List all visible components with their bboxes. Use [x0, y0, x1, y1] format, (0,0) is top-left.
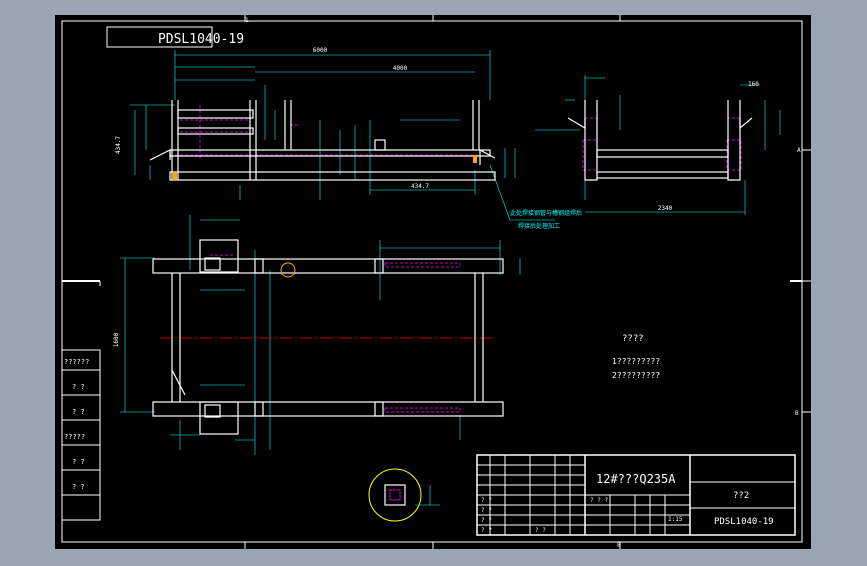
frame-marker-right-a: A [797, 147, 801, 154]
title-material: 12#???Q235A [596, 472, 676, 486]
dim-front-overall: 6000 [313, 47, 328, 54]
side-table-cell-6: ? ? [72, 483, 85, 491]
drawing-frame [61, 15, 811, 549]
side-table-cell-3: ? ? [72, 408, 85, 416]
detail-view [368, 468, 440, 522]
front-view: 6000 4000 434.7 434.7 此处焊接钢管与槽钢组焊后 焊接后处理… [115, 47, 582, 230]
dim-side-width: 2340 [658, 205, 673, 212]
title-drawing-number: PDSL1040-19 [714, 517, 774, 527]
weld-note-line1: 此处焊接钢管与槽钢组焊后 [510, 209, 582, 217]
dim-front-span: 4000 [393, 65, 408, 72]
title-small-2: ? ? [481, 507, 492, 514]
title-small-4: ? ? [481, 527, 492, 534]
notes-line-2: 2????????? [612, 371, 660, 380]
title-scale: 1:15 [668, 516, 683, 523]
title-block [476, 454, 796, 536]
dim-front-bottom: 434.7 [411, 183, 429, 190]
title-part-name: ??2 [733, 491, 749, 501]
frame-marker-top: 1 [245, 17, 249, 24]
title-small-1: ? ? [481, 497, 492, 504]
model-space [55, 15, 811, 549]
notes-title: ???? [622, 334, 644, 344]
detail-circle-marker [280, 262, 296, 278]
mirror-number-box: PDSL1040-19 [106, 26, 244, 48]
dim-side-top: 160 [748, 81, 759, 88]
side-table-cell-5: ? ? [72, 458, 85, 466]
mirror-number-text: PDSL1040-19 [158, 32, 244, 47]
dim-front-left: 434.7 [115, 136, 122, 154]
notes-line-1: 1????????? [612, 357, 660, 366]
side-table [61, 349, 101, 521]
weld-marker-right [473, 155, 477, 163]
title-small-3: ? ? [481, 517, 492, 524]
dim-plan-height: 1600 [113, 332, 120, 347]
side-table-cell-4: ????? [64, 433, 85, 441]
title-small-6: ? ? [535, 527, 546, 534]
frame-marker-bottom: 8 [617, 542, 621, 549]
frame-marker-right-b: B [795, 410, 799, 417]
side-view: 2340 160 [535, 75, 781, 215]
side-table-cell-2: ? ? [72, 383, 85, 391]
weld-marker-left [173, 172, 177, 180]
plan-view: 1600 [113, 215, 521, 455]
title-small-5: ? ? ? [590, 497, 608, 504]
weld-note-line2: 焊接后处理加工 [518, 222, 560, 230]
side-table-cell-1: ?????? [64, 358, 89, 366]
